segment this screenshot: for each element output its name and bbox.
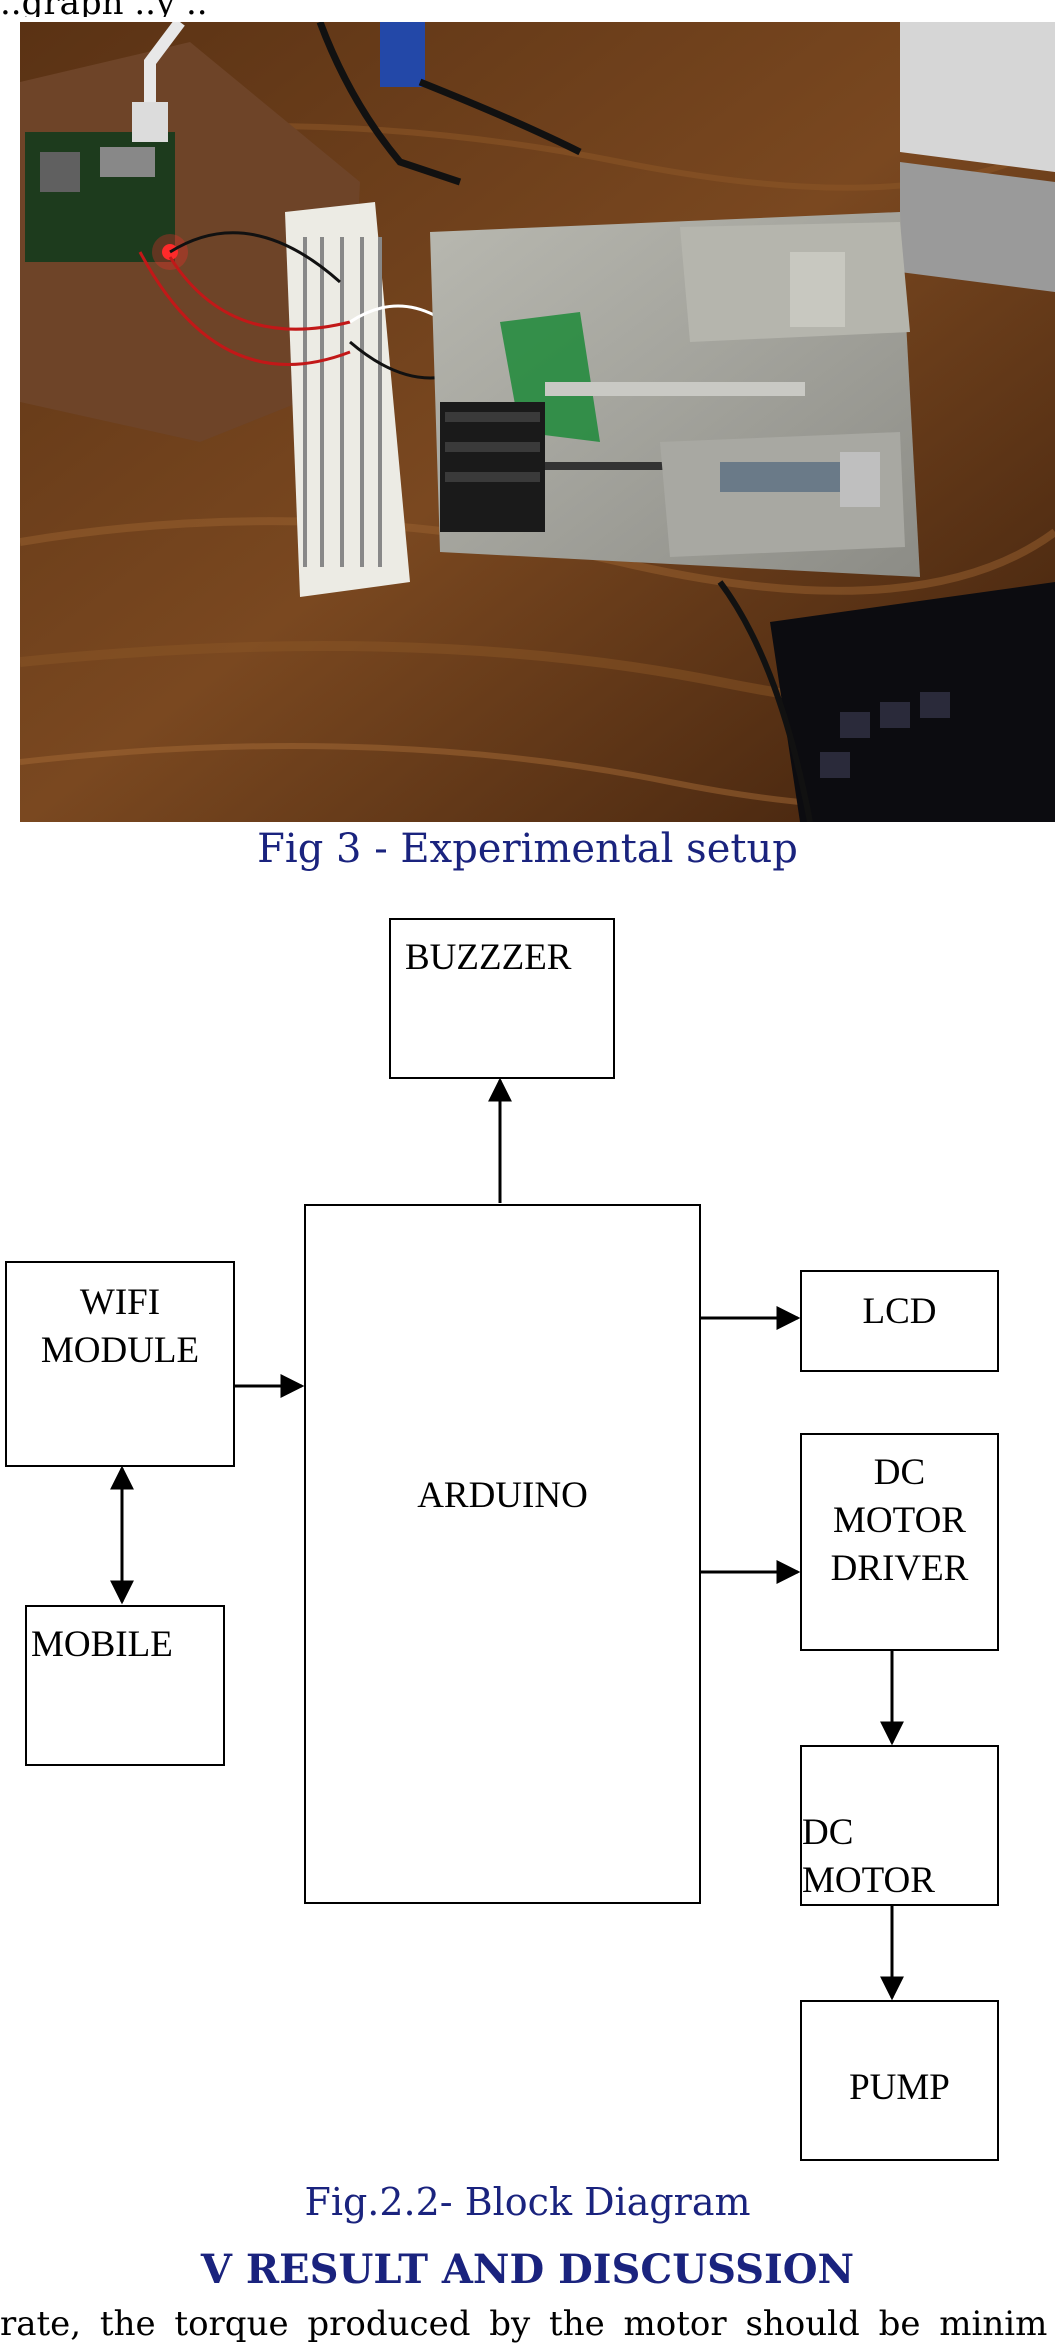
diagram-caption: Fig.2.2- Block Diagram <box>304 2180 751 2224</box>
experimental-setup-photo <box>20 22 1055 822</box>
node-buzzer: BUZZZER <box>389 918 615 1079</box>
photo-caption: Fig 3 - Experimental setup <box>257 826 798 872</box>
node-mobile: MOBILE <box>25 1605 225 1766</box>
body-text-line: rate, the torque produced by the motor s… <box>0 2304 1048 2344</box>
block-diagram: BUZZZER ARDUINO WIFI MODULE MOBILE LCD D… <box>0 900 1055 2200</box>
node-dc-motor-label: DC MOTOR <box>802 1812 935 1901</box>
node-wifi-module: WIFI MODULE <box>5 1261 235 1467</box>
diagram-connectors <box>110 1077 904 2001</box>
node-dc-motor-driver: DC MOTOR DRIVER <box>800 1433 999 1651</box>
section-heading: V RESULT AND DISCUSSION <box>200 2246 855 2293</box>
node-arduino: ARDUINO <box>304 1204 701 1904</box>
top-partial-text-line: ..graph ..y .. <box>0 0 1055 17</box>
node-dc-motor: DC MOTOR <box>800 1745 999 1906</box>
node-lcd: LCD <box>800 1270 999 1372</box>
node-pump: PUMP <box>800 2000 999 2161</box>
